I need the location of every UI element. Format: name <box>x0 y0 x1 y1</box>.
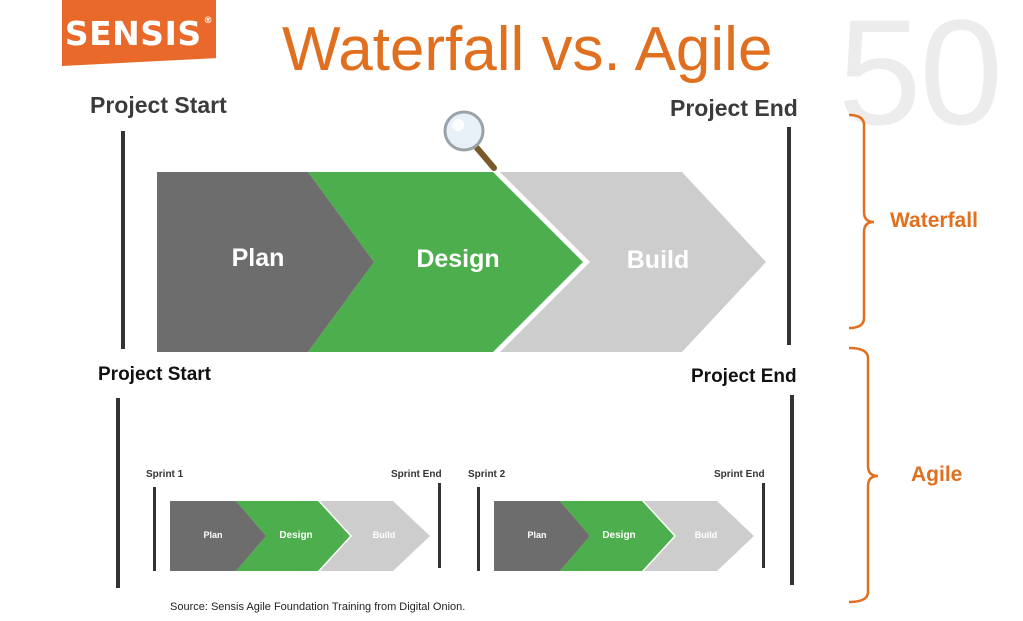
waterfall-design-shape <box>308 172 583 352</box>
waterfall-bracket <box>848 113 875 330</box>
sprint1-build-label: Build <box>373 530 396 540</box>
source-note: Source: Sensis Agile Foundation Training… <box>170 601 466 613</box>
sprint2-plan-shape <box>494 501 590 571</box>
sprint1-plan-label: Plan <box>203 530 222 540</box>
waterfall-project-start-label: Project Start <box>90 92 227 118</box>
sprint1-design-shape <box>236 501 350 571</box>
agile-start-line <box>116 398 120 588</box>
magnifier-icon <box>443 110 497 171</box>
agile-bracket-label: Agile <box>911 463 963 486</box>
waterfall-build-label: Build <box>627 246 690 274</box>
agile-project-start-label: Project Start <box>98 364 211 385</box>
sprint1-plan-shape <box>170 501 266 571</box>
slide-title: Waterfall vs. Agile <box>282 15 773 84</box>
logo-mark: ® <box>203 16 214 26</box>
sprint2-start-line <box>477 487 480 571</box>
waterfall-plan-shape <box>157 172 374 352</box>
sensis-logo: SENSIS® <box>62 0 216 66</box>
sprint2-end-line <box>762 483 765 568</box>
sprint2-build-label: Build <box>695 530 718 540</box>
agile-end-line <box>790 395 794 585</box>
sprint1-build-shape <box>320 501 430 571</box>
sprint1-design-label: Design <box>279 530 312 541</box>
sprint2-end-label: Sprint End <box>714 469 765 480</box>
waterfall-end-line <box>787 127 791 345</box>
waterfall-start-line <box>121 131 125 349</box>
agile-project-end-label: Project End <box>691 366 797 387</box>
sprint1-end-line <box>438 483 441 568</box>
logo-text: SENSIS <box>64 13 202 53</box>
sprint1-start-line <box>153 487 156 571</box>
waterfall-bracket-label: Waterfall <box>890 209 978 232</box>
sprint2-start-label: Sprint 2 <box>468 469 506 480</box>
waterfall-design-label: Design <box>416 245 499 273</box>
waterfall-build-shape <box>500 172 766 352</box>
sprint2-plan-label: Plan <box>527 530 546 540</box>
sprint1-end-label: Sprint End <box>391 469 442 480</box>
sprint2-design-label: Design <box>602 530 635 541</box>
waterfall-project-end-label: Project End <box>670 95 798 121</box>
slide-number: 50 <box>838 0 1003 156</box>
sprint2-design-shape <box>560 501 674 571</box>
agile-bracket <box>848 346 879 604</box>
waterfall-plan-label: Plan <box>232 244 285 272</box>
sprint1-start-label: Sprint 1 <box>146 469 184 480</box>
sprint2-build-shape <box>644 501 754 571</box>
